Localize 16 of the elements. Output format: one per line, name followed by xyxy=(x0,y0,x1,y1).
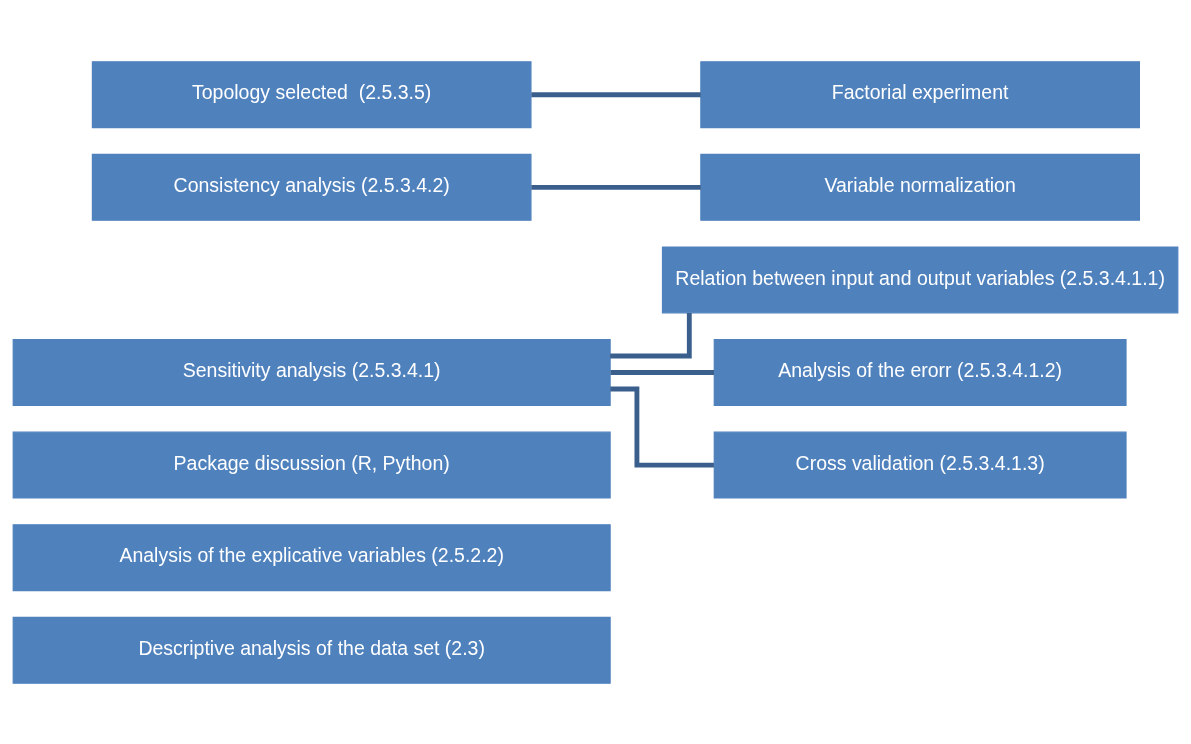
connector xyxy=(610,369,715,375)
connector xyxy=(610,312,692,358)
node-box: Factorial experiment xyxy=(700,60,1140,128)
node-box: Consistency analysis (2.5.3.4.2) xyxy=(91,153,532,221)
node-box: Variable normalization xyxy=(700,153,1140,221)
node-box: Sensitivity analysis (2.5.3.4.1) xyxy=(12,338,611,406)
node-box: Analysis of the erorr (2.5.3.4.1.2) xyxy=(713,338,1127,406)
node-box: Descriptive analysis of the data set (2.3) xyxy=(12,616,611,684)
connector xyxy=(531,91,701,97)
node-box: Package discussion (R, Python) xyxy=(12,431,611,499)
node-box: Analysis of the explicative variables (2.5.2.2) xyxy=(12,523,611,591)
node-box: Topology selected (2.5.3.5) xyxy=(91,60,532,128)
connector xyxy=(610,386,714,467)
node-box: Cross validation (2.5.3.4.1.3) xyxy=(713,431,1127,499)
connector xyxy=(531,184,701,190)
node-box: Relation between input and output variables (2.5.3.4.1.1) xyxy=(661,245,1179,313)
